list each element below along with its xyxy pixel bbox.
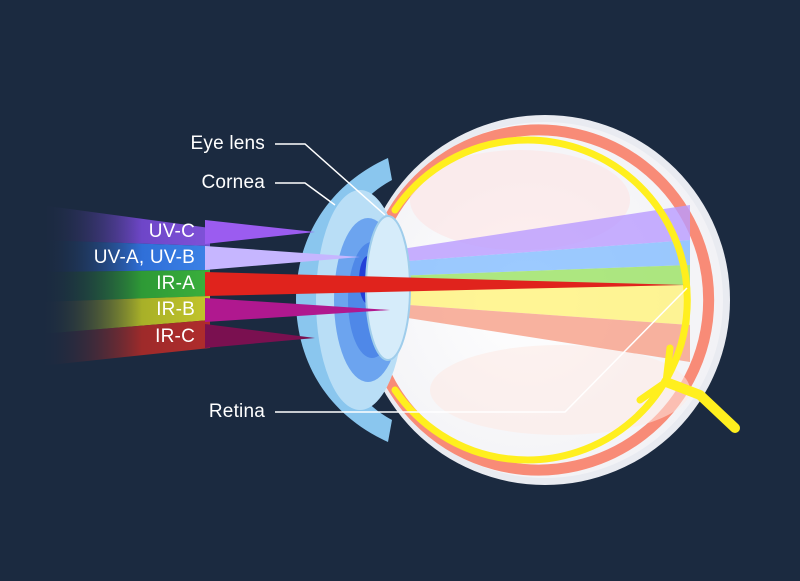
ray-irc-inner (395, 304, 690, 362)
spectrum-uvc (40, 205, 210, 246)
band-label-ira: IR-A (156, 273, 195, 294)
front-of-eye (296, 158, 411, 442)
label-eye-lens: Eye lens (190, 133, 265, 154)
leader-eye-lens (275, 143, 386, 216)
label-cornea: Cornea (201, 172, 265, 193)
band-label-uvc: UV-C (148, 221, 195, 242)
wedge-uva-uvb (205, 246, 360, 270)
band-label-irb: IR-B (156, 299, 195, 320)
optic-nerve (661, 377, 740, 433)
ray-uva-inner (395, 240, 690, 276)
band-wedges (205, 220, 685, 348)
eyeball (360, 115, 730, 485)
leader-cornea (275, 182, 336, 206)
label-retina: Retina (208, 401, 265, 422)
band-label-irc: IR-C (155, 326, 195, 347)
retina-layer (391, 136, 740, 464)
wedge-uvc (205, 220, 315, 244)
leader-lines (275, 143, 688, 413)
leader-retina (275, 287, 688, 413)
wedge-irb (205, 298, 390, 322)
band-label-uva-uvb: UV-A, UV-B (93, 247, 195, 268)
spectrum-irc (40, 320, 210, 366)
ray-uvc-inner (395, 205, 690, 262)
spectrum-irb (40, 296, 210, 334)
wedge-irc (205, 324, 315, 348)
spectrum-uva-uvb (40, 240, 210, 272)
sclera-ring (376, 124, 715, 476)
incoming-spectrum (40, 205, 210, 366)
ray-irb-inner (395, 285, 690, 325)
cornea-shape (296, 158, 392, 442)
wedge-ira (205, 272, 685, 296)
spectrum-ira (40, 270, 210, 302)
